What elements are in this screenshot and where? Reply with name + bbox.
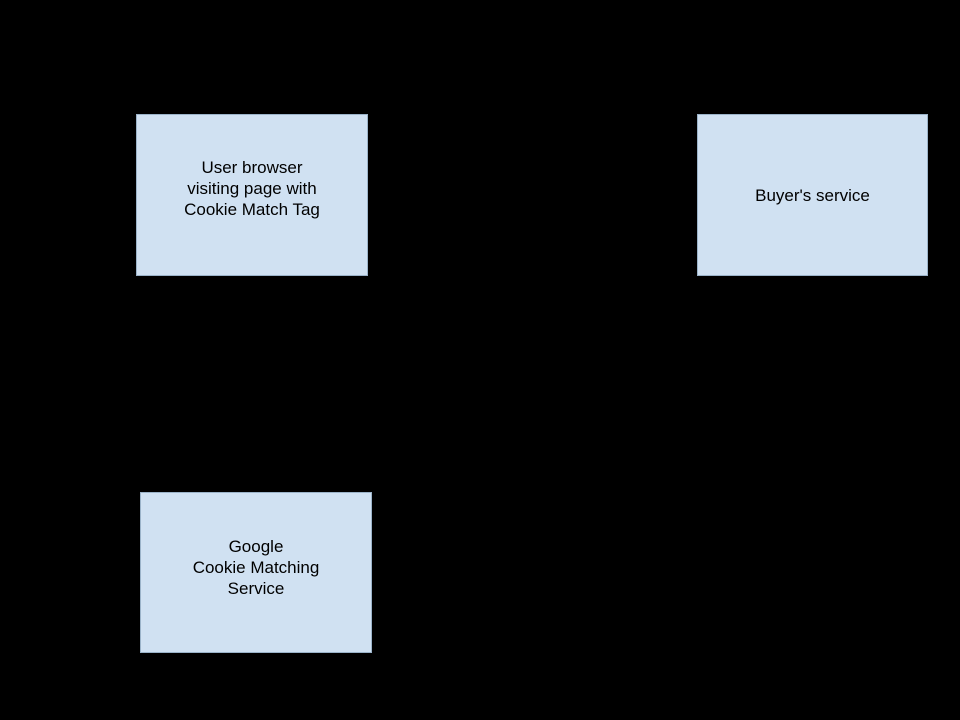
node-user-browser[interactable]: User browser visiting page with Cookie M…	[136, 114, 368, 276]
connector-google-cookie-matching-service-to-buyers-service	[372, 275, 816, 573]
node-buyers-service[interactable]: Buyer's service	[697, 114, 928, 276]
node-buyers-service-label: Buyer's service	[755, 185, 870, 205]
connector-user-browser-to-google-cookie-matching-service	[250, 275, 258, 493]
node-google-cookie-matching-service-label: Google Cookie Matching Service	[192, 537, 320, 598]
node-google-cookie-matching-service[interactable]: Google Cookie Matching Service	[140, 492, 372, 653]
node-user-browser-label: User browser visiting page with Cookie M…	[184, 157, 320, 219]
